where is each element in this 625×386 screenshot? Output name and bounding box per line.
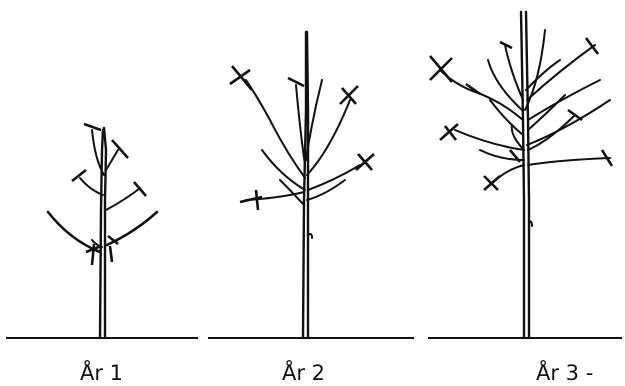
cut-mark [600, 149, 614, 167]
cut-mark [254, 189, 260, 211]
cut-mark [584, 37, 600, 55]
cut-mark [71, 168, 87, 183]
cut-mark [239, 195, 263, 204]
cut-mark [465, 82, 481, 96]
cut-mark [443, 125, 458, 141]
cut-mark [108, 245, 114, 263]
cut-mark [483, 175, 501, 191]
pruning-cuts-year-1 [71, 122, 147, 266]
trunk-year-2 [301, 30, 310, 340]
cut-mark [107, 234, 119, 246]
cut-mark [111, 139, 129, 159]
tree-year-1 [6, 122, 198, 340]
cut-mark [499, 40, 513, 50]
tree-year-2 [208, 30, 414, 340]
caption-year-2: År 2 [282, 361, 326, 385]
caption-year-3: År 3 - [536, 361, 594, 385]
cut-mark [83, 122, 102, 132]
trunk-year-3 [519, 10, 531, 340]
pruning-cuts-year-2 [229, 65, 375, 211]
tree-year-3 [428, 10, 622, 340]
cut-mark [133, 181, 147, 197]
cut-mark [90, 243, 96, 266]
cut-mark [287, 76, 305, 88]
cut-mark [439, 123, 459, 141]
cut-mark [509, 149, 521, 163]
trunk-year-1 [98, 126, 108, 340]
cut-mark [567, 108, 583, 122]
cut-mark [429, 57, 453, 81]
branches-year-2 [245, 79, 361, 239]
caption-year-1: År 1 [80, 361, 124, 385]
cut-mark [229, 68, 251, 86]
cut-mark [231, 65, 253, 91]
cut-mark [339, 85, 359, 105]
pruning-cuts-year-3 [429, 37, 614, 191]
cut-mark [355, 153, 375, 171]
